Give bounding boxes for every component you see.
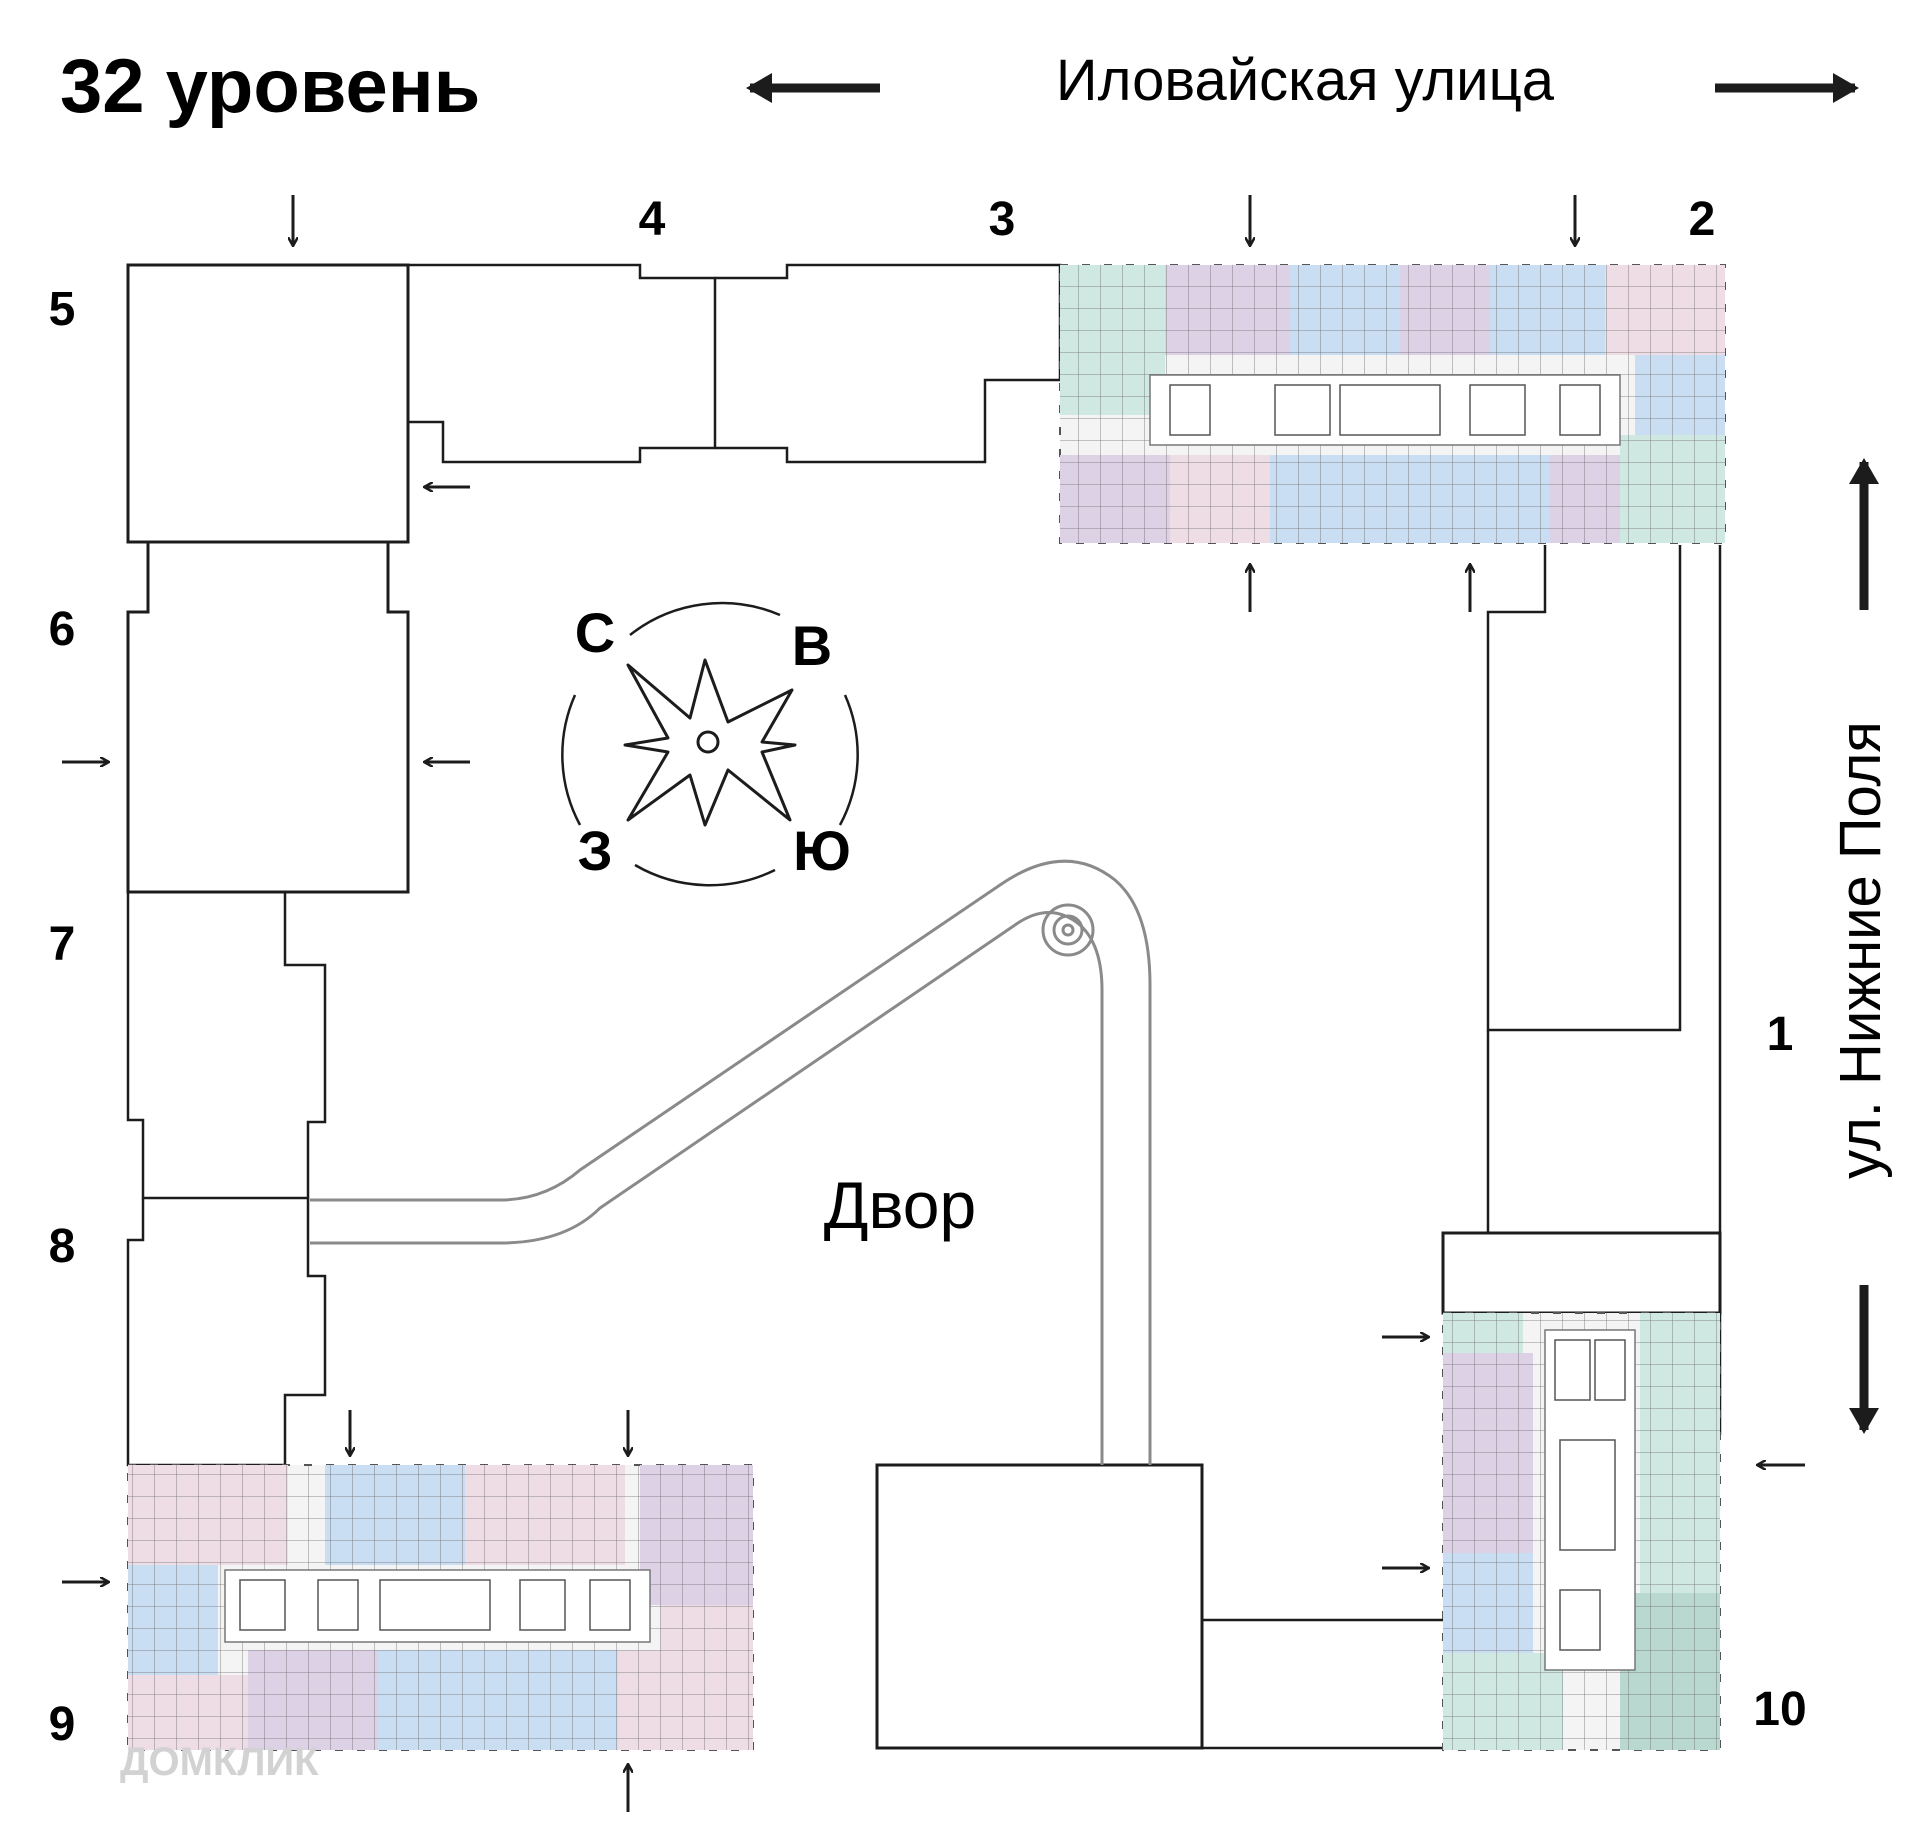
section-number-1: 1 xyxy=(1767,1008,1794,1061)
section-number-3: 3 xyxy=(989,193,1016,246)
section-4-outline xyxy=(408,263,717,464)
section-8-outline xyxy=(126,1198,327,1467)
compass-east: В xyxy=(792,614,832,677)
apartment-block-west xyxy=(127,1464,754,1751)
compass-south: Ю xyxy=(793,819,851,882)
yard-label: Двор xyxy=(824,1168,976,1242)
section-number-9: 9 xyxy=(49,1698,76,1751)
yard-building xyxy=(875,1463,1204,1750)
yard-connector xyxy=(1200,1618,1447,1750)
section-number-7: 7 xyxy=(49,918,76,971)
level-title: 32 уровень xyxy=(60,44,480,129)
compass-west: З xyxy=(577,819,612,882)
section-number-5: 5 xyxy=(49,283,76,336)
section-number-6: 6 xyxy=(49,603,76,656)
compass-rose: С В З Ю xyxy=(561,601,859,887)
street-right-label: ул. Нижние Поля xyxy=(1828,721,1893,1179)
apartment-block-east xyxy=(1442,1312,1721,1751)
section-5-outline xyxy=(126,263,410,544)
yard-path xyxy=(310,859,1152,1465)
section-6-outline xyxy=(126,542,410,894)
corridor-north xyxy=(1149,374,1621,446)
watermark: ДОМКЛИК xyxy=(120,1740,319,1784)
street-top-label: Иловайская улица xyxy=(1056,48,1555,113)
section-number-2: 2 xyxy=(1689,193,1716,246)
corridor-west xyxy=(224,1569,651,1643)
section-1-band xyxy=(1441,1231,1722,1315)
apartment-block-north xyxy=(1059,264,1726,544)
entrance-arrows xyxy=(62,195,1805,1812)
section-number-4: 4 xyxy=(639,193,666,246)
path-node xyxy=(1041,903,1095,957)
section-numbers: 1 2 3 4 5 6 7 8 9 10 xyxy=(49,193,1807,1751)
compass-north: С xyxy=(575,601,615,664)
section-number-8: 8 xyxy=(49,1220,76,1273)
section-number-10: 10 xyxy=(1753,1683,1806,1736)
section-7-outline xyxy=(126,892,327,1200)
section-3-outline xyxy=(715,263,1062,464)
section-1-outline xyxy=(1486,545,1682,1032)
